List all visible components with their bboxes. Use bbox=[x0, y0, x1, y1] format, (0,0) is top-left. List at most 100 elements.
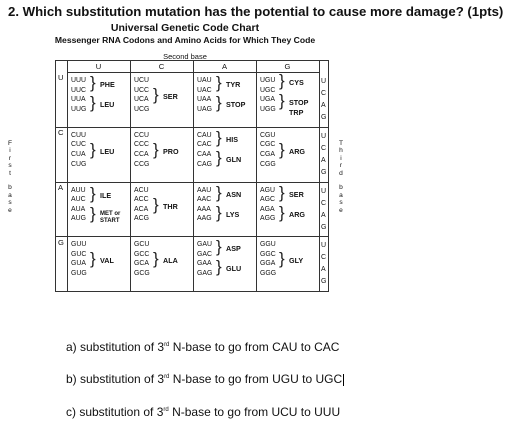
side-label-char: d bbox=[339, 169, 343, 177]
answer-option-b[interactable]: b) substitution of 3rd N-base to go from… bbox=[66, 372, 345, 386]
codon-CAC: CAC bbox=[197, 141, 212, 149]
codon-UGA: UGA bbox=[260, 96, 275, 104]
brace-icon: } bbox=[90, 249, 96, 269]
amino-acid-asp: ASP bbox=[226, 244, 241, 254]
side-label-char bbox=[6, 177, 14, 184]
brace-icon: } bbox=[90, 139, 96, 159]
grid-vline bbox=[319, 61, 320, 291]
amino-acid-gln: GLN bbox=[226, 154, 242, 164]
codon-GAU: GAU bbox=[197, 241, 212, 249]
chart-title: Universal Genetic Code Chart bbox=[110, 22, 260, 34]
amino-acid-his: HIS bbox=[226, 134, 238, 144]
answer-option-a[interactable]: a) substitution of 3rd N-base to go from… bbox=[66, 340, 339, 354]
codon-CUA: CUA bbox=[71, 150, 86, 158]
third-base-UG: G bbox=[321, 114, 327, 121]
amino-acid-start: START bbox=[100, 217, 120, 224]
brace-icon: } bbox=[279, 249, 285, 269]
amino-acid-asn: ASN bbox=[226, 189, 242, 199]
codon-UUU: UUU bbox=[71, 77, 86, 84]
codon-AAA: AAA bbox=[197, 205, 211, 213]
column-header-C: C bbox=[130, 61, 193, 73]
codon-CUG: CUG bbox=[71, 160, 87, 168]
amino-acid-stop: STOP bbox=[289, 98, 309, 107]
codon-UGC: UGC bbox=[260, 86, 276, 94]
amino-acid-val: VAL bbox=[100, 256, 114, 266]
brace-icon: } bbox=[216, 182, 222, 202]
codon-GCC: GCC bbox=[134, 250, 150, 258]
codon-GUG: GUG bbox=[71, 270, 87, 278]
amino-acid-arg: ARG bbox=[289, 209, 305, 219]
brace-icon: } bbox=[90, 73, 96, 92]
first-base-C: C bbox=[58, 128, 64, 138]
codon-CGC: CGC bbox=[260, 141, 276, 149]
grid-vline bbox=[67, 61, 68, 291]
grid-vline bbox=[193, 61, 194, 291]
codon-CAG: CAG bbox=[197, 160, 212, 168]
codon-GGG: GGG bbox=[260, 270, 277, 278]
amino-acid-pro: PRO bbox=[163, 146, 179, 156]
codon-AAG: AAG bbox=[197, 215, 212, 223]
brace-icon: } bbox=[216, 257, 222, 277]
codon-UUC: UUC bbox=[71, 86, 86, 94]
codon-UAU: UAU bbox=[197, 77, 212, 84]
brace-icon: } bbox=[216, 202, 222, 222]
answer-option-c[interactable]: c) substitution of 3rd N-base to go from… bbox=[66, 405, 340, 419]
codon-UGG: UGG bbox=[260, 105, 276, 113]
codon-CUU: CUU bbox=[71, 131, 86, 139]
side-label-char: a bbox=[8, 191, 12, 199]
side-label-char: s bbox=[339, 199, 343, 207]
third-base-AU: U bbox=[321, 187, 327, 195]
codon-AAU: AAU bbox=[197, 186, 212, 194]
side-label-char: i bbox=[9, 147, 11, 155]
codon-CAU: CAU bbox=[197, 131, 212, 139]
side-label-char: s bbox=[8, 162, 12, 170]
codon-AGU: AGU bbox=[260, 186, 275, 194]
codon-AUC: AUC bbox=[71, 196, 86, 204]
amino-acid-ala: ALA bbox=[163, 256, 178, 266]
answer-a-ordinal: rd bbox=[164, 342, 170, 348]
codon-AAC: AAC bbox=[197, 196, 212, 204]
amino-acid-thr: THR bbox=[163, 201, 178, 211]
brace-icon: } bbox=[279, 182, 285, 202]
codon-ACA: ACA bbox=[134, 205, 149, 213]
question-text: 2. Which substitution mutation has the p… bbox=[8, 4, 504, 19]
side-label-char: r bbox=[8, 154, 12, 162]
codon-AUG: AUG bbox=[71, 215, 86, 223]
codon-ACG: ACG bbox=[134, 215, 149, 223]
brace-icon: } bbox=[90, 203, 96, 223]
amino-acid-phe: PHE bbox=[100, 80, 115, 89]
third-base-CC: C bbox=[321, 144, 327, 152]
side-label-char: i bbox=[340, 154, 342, 162]
codon-ACC: ACC bbox=[134, 196, 149, 204]
side-label-char: a bbox=[339, 191, 343, 199]
codon-UCA: UCA bbox=[134, 96, 149, 104]
grid-hline bbox=[56, 181, 328, 183]
first-base-A: A bbox=[58, 182, 64, 192]
codon-GCG: GCG bbox=[134, 270, 150, 278]
third-base-UA: A bbox=[321, 102, 326, 109]
brace-icon: } bbox=[153, 249, 159, 269]
brace-icon: } bbox=[216, 73, 222, 92]
codon-GUC: GUC bbox=[71, 250, 87, 258]
codon-CCC: CCC bbox=[134, 141, 149, 149]
third-base-UC: C bbox=[321, 90, 327, 97]
third-base-GC: C bbox=[321, 254, 327, 262]
codon-GUA: GUA bbox=[71, 260, 86, 268]
codon-AGC: AGC bbox=[260, 196, 275, 204]
answer-c-text: N-base to go from UCU to UUU bbox=[168, 405, 341, 419]
codon-UCC: UCC bbox=[134, 86, 149, 94]
third-base-GG: G bbox=[321, 278, 327, 286]
codon-CUC: CUC bbox=[71, 141, 86, 149]
third-base-GU: U bbox=[321, 242, 327, 250]
side-label-char: s bbox=[8, 199, 12, 207]
amino-acid-arg: ARG bbox=[289, 146, 305, 156]
